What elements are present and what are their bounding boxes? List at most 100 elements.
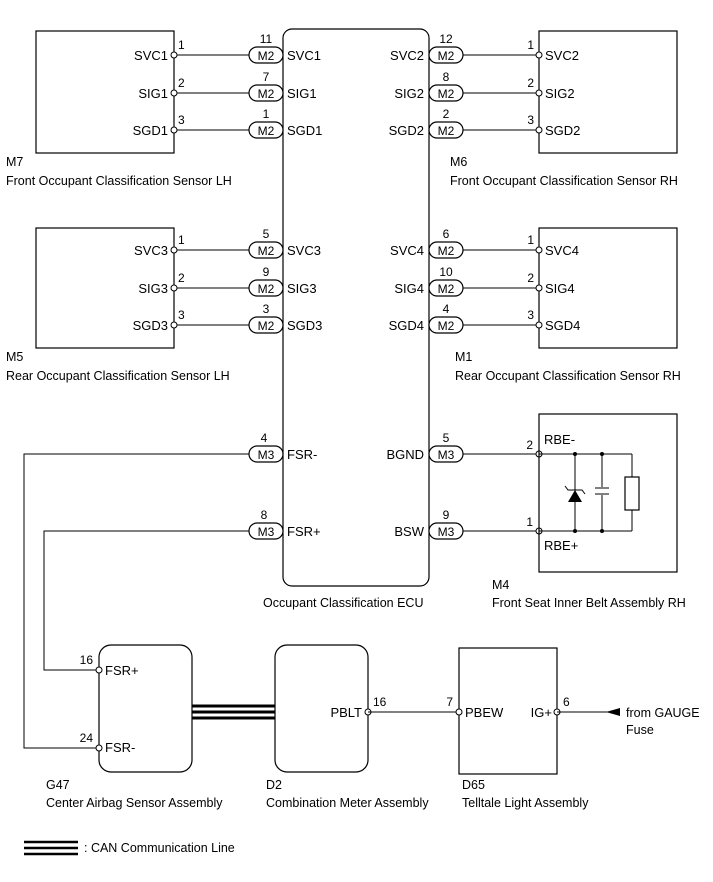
svg-text:M3: M3	[258, 525, 275, 539]
occupant-classification-ecu	[282, 28, 430, 587]
svg-text:5: 5	[443, 431, 450, 445]
telltale-pin-ig-num: 6	[563, 695, 570, 709]
telltale-pin-ig-label: IG+	[531, 705, 552, 720]
sensor-m5-pins: SVC3 1 SIG3 2 SGD3 3	[133, 233, 185, 333]
svg-text:SVC3: SVC3	[134, 243, 168, 258]
can-line	[192, 704, 275, 720]
svg-text:M2: M2	[438, 87, 455, 101]
svg-text:SGD4: SGD4	[545, 318, 580, 333]
ecu-right-connectors: M2 12 SVC2 M2 8 SIG2 M2 2 SGD2 M2 6 SVC4…	[386, 32, 464, 540]
svg-text:SGD1: SGD1	[287, 123, 322, 138]
sensor-m5-code: M5	[6, 350, 23, 364]
svg-text:1: 1	[527, 38, 534, 52]
svg-text:2: 2	[178, 76, 185, 90]
svg-text:2: 2	[527, 76, 534, 90]
svg-text:3: 3	[527, 113, 534, 127]
svg-text:3: 3	[527, 308, 534, 322]
svg-text:BGND: BGND	[386, 447, 424, 462]
svg-text:SVC2: SVC2	[390, 48, 424, 63]
sensor-m1-name: Rear Occupant Classification Sensor RH	[455, 369, 681, 383]
svg-text:M3: M3	[438, 525, 455, 539]
svg-text:SVC4: SVC4	[545, 243, 579, 258]
belt-m4-internal: RBE- 2 RBE+ 1	[526, 432, 640, 553]
svg-text:9: 9	[443, 508, 450, 522]
svg-text:SIG1: SIG1	[287, 86, 317, 101]
arrow-left-icon	[606, 708, 620, 716]
svg-text:1: 1	[178, 38, 185, 52]
svg-text:SGD2: SGD2	[389, 123, 424, 138]
svg-text:SIG3: SIG3	[138, 281, 168, 296]
sensor-m6-code: M6	[450, 155, 467, 169]
can-legend-symbol	[24, 840, 78, 856]
svg-text:SIG1: SIG1	[138, 86, 168, 101]
sensor-m7-name: Front Occupant Classification Sensor LH	[6, 174, 232, 188]
svg-text:SIG2: SIG2	[394, 86, 424, 101]
belt-name: Front Seat Inner Belt Assembly RH	[492, 596, 686, 610]
svg-text:M2: M2	[258, 87, 275, 101]
telltale-pin-pbew-label: PBEW	[465, 705, 504, 720]
svg-text:FSR-: FSR-	[287, 447, 317, 462]
svg-text:SIG2: SIG2	[545, 86, 575, 101]
sensor-m5-name: Rear Occupant Classification Sensor LH	[6, 369, 230, 383]
svg-text:M2: M2	[258, 319, 275, 333]
svg-text:SVC2: SVC2	[545, 48, 579, 63]
svg-text:9: 9	[263, 265, 270, 279]
svg-text:7: 7	[263, 70, 270, 84]
svg-text:8: 8	[443, 70, 450, 84]
svg-text:M2: M2	[438, 49, 455, 63]
svg-text:4: 4	[443, 302, 450, 316]
svg-text:2: 2	[443, 107, 450, 121]
svg-text:2: 2	[178, 271, 185, 285]
svg-text:SGD3: SGD3	[133, 318, 168, 333]
airbag-pin-fsr-plus-num: 16	[80, 653, 94, 667]
svg-text:6: 6	[443, 227, 450, 241]
meter-name: Combination Meter Assembly	[266, 796, 429, 810]
svg-text:5: 5	[263, 227, 270, 241]
svg-text:FSR+: FSR+	[287, 524, 321, 539]
svg-text:11: 11	[260, 32, 273, 46]
svg-text:M2: M2	[438, 124, 455, 138]
svg-text:1: 1	[178, 233, 185, 247]
fuse-line2: Fuse	[626, 723, 654, 737]
right-wires	[463, 54, 539, 532]
zener-diode-icon	[568, 490, 582, 502]
svg-text:SVC4: SVC4	[390, 243, 424, 258]
svg-text:SIG4: SIG4	[545, 281, 575, 296]
svg-text:SGD2: SGD2	[545, 123, 580, 138]
svg-text:8: 8	[261, 508, 268, 522]
sensor-m6-name: Front Occupant Classification Sensor RH	[450, 174, 678, 188]
sensor-terminals	[170, 51, 543, 535]
meter-code: D2	[266, 778, 282, 792]
sensor-m1-code: M1	[455, 350, 472, 364]
svg-text:M2: M2	[258, 49, 275, 63]
sensor-m1-pins: SVC4 1 SIG4 2 SGD4 3	[527, 233, 580, 333]
ecu-caption: Occupant Classification ECU	[263, 596, 423, 610]
sensor-m7-code: M7	[6, 155, 23, 169]
sensor-m7-pins: SVC1 1 SIG1 2 SGD1 3	[133, 38, 185, 138]
svg-text:SGD3: SGD3	[287, 318, 322, 333]
svg-text:4: 4	[261, 431, 268, 445]
svg-text:M2: M2	[438, 319, 455, 333]
svg-text:2: 2	[527, 271, 534, 285]
svg-text:12: 12	[439, 32, 453, 46]
ecu-left-connectors: M2 11 SVC1 M2 7 SIG1 M2 1 SGD1 M2 5 SVC3…	[248, 32, 322, 540]
airbag-pin-fsr-minus-label: FSR-	[105, 740, 135, 755]
svg-text:SVC3: SVC3	[287, 243, 321, 258]
svg-text:SGD1: SGD1	[133, 123, 168, 138]
svg-text:M2: M2	[258, 124, 275, 138]
svg-text:M3: M3	[438, 448, 455, 462]
svg-text:1: 1	[527, 233, 534, 247]
svg-text:RBE-: RBE-	[544, 432, 575, 447]
airbag-pin-fsr-plus-label: FSR+	[105, 663, 139, 678]
svg-text:BSW: BSW	[394, 524, 424, 539]
svg-text:M3: M3	[258, 448, 275, 462]
svg-text:SGD4: SGD4	[389, 318, 424, 333]
svg-text:SVC1: SVC1	[134, 48, 168, 63]
svg-text:SIG3: SIG3	[287, 281, 317, 296]
telltale-code: D65	[462, 778, 485, 792]
legend-text: : CAN Communication Line	[84, 841, 235, 855]
fsr-wires	[23, 453, 249, 749]
svg-text:3: 3	[178, 308, 185, 322]
airbag-pin-fsr-minus-num: 24	[80, 731, 94, 745]
